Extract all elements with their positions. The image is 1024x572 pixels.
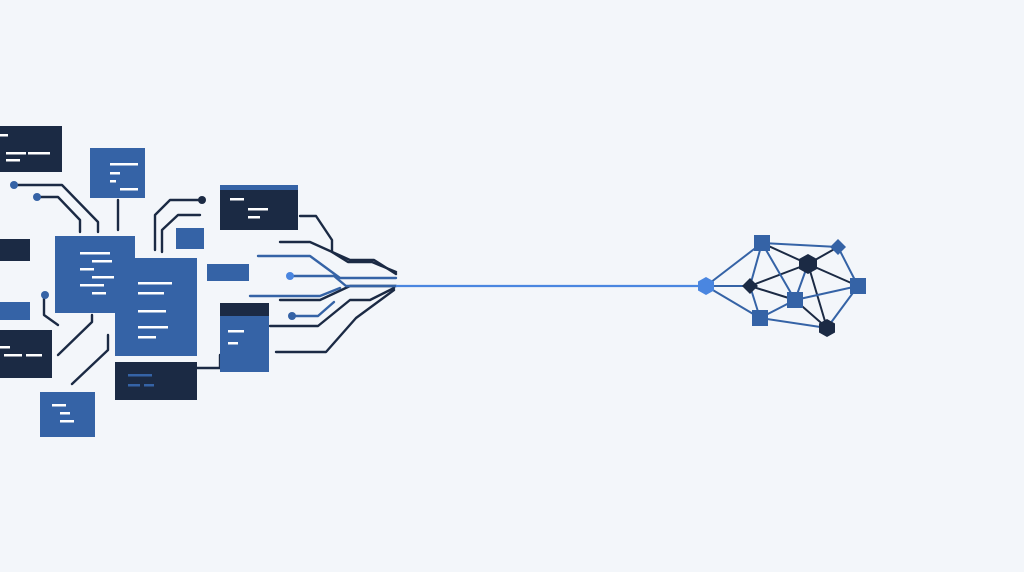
graph-node (754, 235, 770, 251)
trace (13, 183, 100, 234)
graph-node (752, 310, 768, 326)
trace (268, 286, 396, 328)
trace-dot (33, 193, 41, 201)
trace-dot (286, 272, 294, 280)
graph-node (850, 278, 866, 294)
trace (278, 240, 398, 276)
trace (153, 198, 202, 252)
code-window-icon (207, 264, 249, 281)
trace-dot (10, 181, 18, 189)
graph-node (799, 254, 817, 274)
code-window-icon (90, 148, 145, 198)
trace (274, 288, 396, 354)
trace-dot (288, 312, 296, 320)
trace (70, 333, 110, 386)
code-window-icon (40, 392, 95, 437)
trace (42, 296, 60, 327)
graph-node (742, 278, 758, 294)
code-window-icon (0, 126, 62, 172)
graph-node (830, 239, 846, 255)
circuit-traces-blue (248, 254, 398, 318)
code-window-icon (176, 228, 204, 249)
trace (256, 254, 398, 280)
trace (288, 274, 398, 288)
trace (36, 195, 82, 234)
code-window-icon (115, 362, 197, 400)
graph-node (819, 319, 835, 337)
trace-dots (10, 181, 296, 320)
trace (194, 353, 222, 370)
code-window-icon (0, 302, 30, 320)
code-window-icon (0, 330, 52, 378)
trace-dot (198, 196, 206, 204)
trace (248, 286, 342, 298)
code-window-icon (220, 185, 298, 230)
graph-node (698, 277, 714, 295)
code-window-icon (0, 239, 30, 261)
trace (56, 313, 94, 357)
trace (288, 300, 336, 318)
trace (160, 213, 202, 254)
code-window-icon (115, 258, 197, 356)
code-window-icons (0, 126, 298, 437)
trace-dot (41, 291, 49, 299)
graph-node (787, 292, 803, 308)
network-graph-icon (698, 235, 866, 337)
code-window-icon (220, 303, 269, 372)
